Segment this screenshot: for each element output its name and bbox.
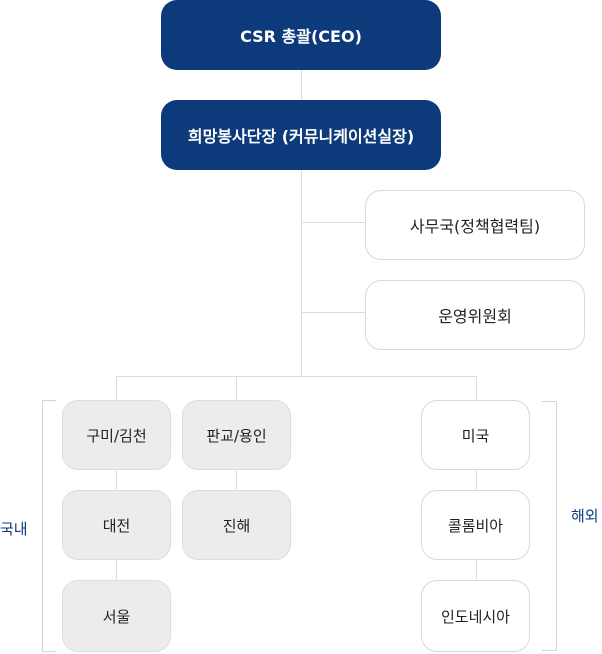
connector-staff-2 [302, 312, 365, 313]
overseas-bracket [542, 401, 557, 651]
overseas-label: 해외 [571, 507, 599, 525]
steering-committee-node: 운영위원회 [365, 280, 585, 350]
connector-main-vertical [301, 70, 302, 377]
connector-col3-v1 [476, 470, 477, 490]
connector-col3-drop [476, 376, 477, 400]
site-colombia: 콜롬비아 [421, 490, 530, 560]
head-node: 희망봉사단장 (커뮤니케이션실장) [161, 100, 441, 170]
connector-staff-1 [302, 222, 365, 223]
domestic-bracket [42, 400, 56, 652]
site-usa: 미국 [421, 400, 530, 470]
site-gumi-gimcheon: 구미/김천 [62, 400, 171, 470]
site-pangyo-yongin: 판교/용인 [182, 400, 291, 470]
connector-col1-drop [116, 376, 117, 400]
connector-branch-horizontal [116, 376, 477, 377]
site-seoul: 서울 [62, 580, 171, 652]
domestic-label: 국내 [0, 520, 28, 538]
site-daejeon: 대전 [62, 490, 171, 560]
connector-col1-v2 [116, 560, 117, 580]
site-jinhae: 진해 [182, 490, 291, 560]
connector-col2-drop [236, 376, 237, 400]
connector-col2-v1 [236, 470, 237, 490]
secretariat-node: 사무국(정책협력팀) [365, 190, 585, 260]
site-indonesia: 인도네시아 [421, 580, 530, 652]
connector-col1-v1 [116, 470, 117, 490]
connector-col3-v2 [476, 560, 477, 580]
ceo-node: CSR 총괄(CEO) [161, 0, 441, 70]
